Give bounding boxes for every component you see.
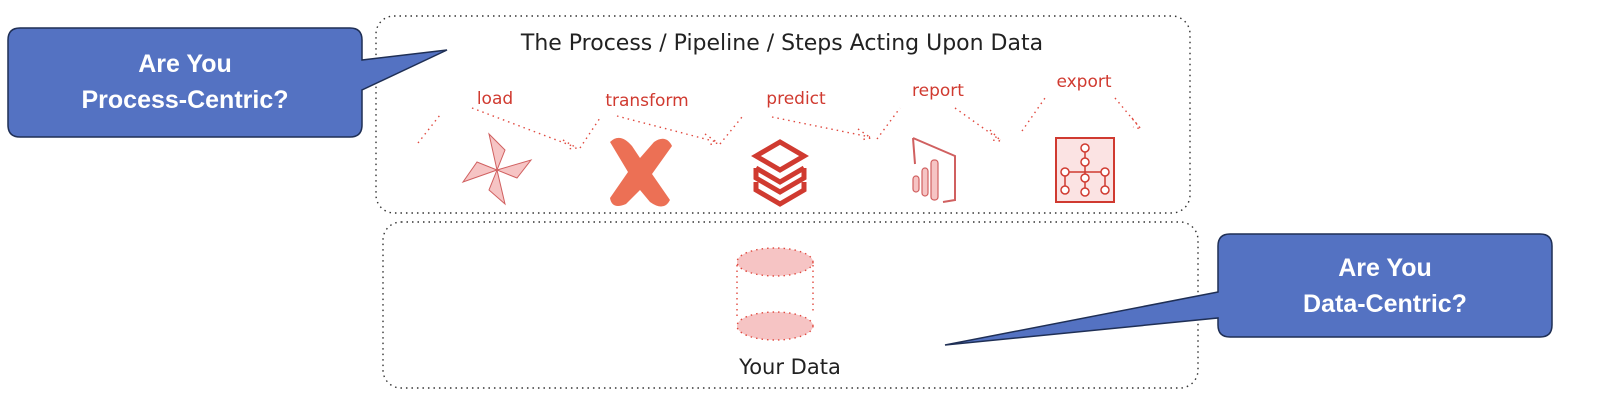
pinwheel-icon — [461, 132, 533, 206]
x-logo-icon — [610, 137, 672, 207]
data-box — [382, 221, 1199, 389]
network-graph-icon — [1055, 137, 1115, 203]
step-label-predict: predict — [766, 89, 826, 109]
process-box — [375, 15, 1191, 214]
data-box-label: Your Data — [738, 355, 841, 379]
step-label-load: load — [477, 89, 513, 109]
process-centric-callout: Are You Process-Centric? — [7, 27, 448, 138]
step-label-transform: transform — [605, 91, 688, 111]
data-centric-callout: Are You Data-Centric? — [944, 233, 1553, 346]
stacked-layers-icon — [751, 139, 809, 207]
step-label-report: report — [912, 81, 964, 101]
database-cylinder-icon — [736, 247, 814, 341]
callout-data-line1: Are You — [1338, 254, 1432, 282]
callout-data-line2: Data-Centric? — [1303, 290, 1467, 318]
step-label-export: export — [1056, 72, 1111, 92]
callout-process-line2: Process-Centric? — [81, 86, 288, 114]
process-box-title: The Process / Pipeline / Steps Acting Up… — [520, 31, 1043, 56]
callout-process-line1: Are You — [138, 50, 232, 78]
bar-chart-report-icon — [912, 137, 956, 203]
step-arrows — [417, 97, 1143, 150]
